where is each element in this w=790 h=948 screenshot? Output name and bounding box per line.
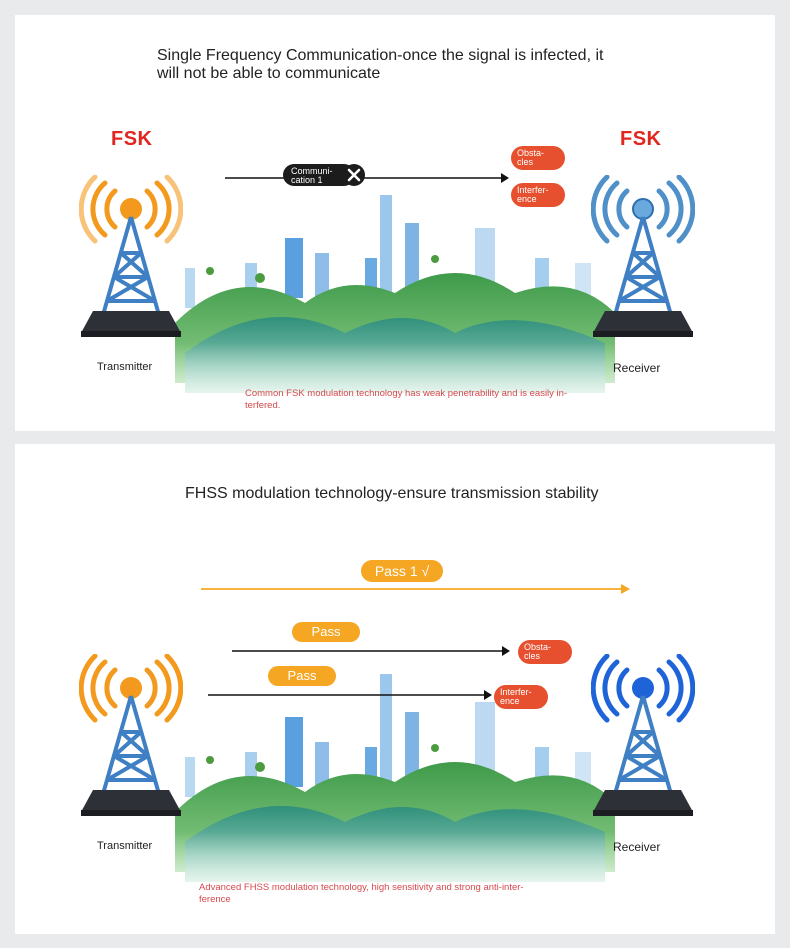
obstacles-pill-2: Obsta- cles	[518, 640, 572, 664]
receiver-tower-icon	[591, 175, 695, 337]
fsk-note-line2: terfered.	[245, 399, 281, 411]
city-landscape-2	[175, 674, 615, 902]
receiver-caption: Receiver	[613, 361, 661, 375]
interference-pill-2: Interfer- ence	[494, 685, 548, 709]
panel1-title-line1: Single Frequency Communication-once the …	[157, 47, 604, 64]
interference-pill: Interfer- ence	[511, 183, 565, 207]
interference-line2: ence	[517, 194, 537, 204]
panel1-title-line2: will not be able to communicate	[157, 65, 381, 82]
pass-1-pill: Pass 1 √	[361, 560, 443, 582]
transmitter-tower-icon	[79, 175, 183, 337]
obstacles2-line1: Obsta-	[524, 642, 552, 652]
pass-1-arrow	[201, 584, 630, 594]
pass-3-arrow	[208, 690, 492, 700]
panel1-title: Single Frequency Communication-once the …	[157, 47, 603, 83]
fsk-panel: Single Frequency Communication-once the …	[15, 15, 775, 431]
receiver-caption-2: Receiver	[613, 840, 661, 854]
transmitter-tower-icon-2	[79, 654, 183, 816]
fhss-panel: FHSS modulation technology-ensure transm…	[15, 444, 775, 934]
fsk-left-label: FSK	[111, 128, 153, 150]
comm-line2: cation 1	[291, 175, 323, 185]
pass-2-pill: Pass	[292, 622, 360, 642]
transmitter-caption: Transmitter	[97, 361, 153, 373]
signal-arrow-blocked	[225, 173, 509, 183]
fsk-note-line1: Common FSK modulation technology has wea…	[245, 388, 568, 399]
comm-line1: Communi-	[291, 166, 333, 176]
pass-3-pill: Pass	[268, 666, 336, 686]
fsk-note: Common FSK modulation technology has wea…	[245, 388, 605, 411]
interference-line1: Interfer-	[517, 185, 549, 195]
city-landscape	[175, 195, 615, 413]
x-circle-icon	[343, 164, 365, 186]
fhss-note-line1: Advanced FHSS modulation technology, hig…	[199, 882, 524, 893]
obstacles-pill: Obsta- cles	[511, 146, 565, 170]
panel2-title: FHSS modulation technology-ensure transm…	[185, 485, 599, 502]
transmitter-caption-2: Transmitter	[97, 840, 153, 852]
communication-1-pill: Communi- cation 1	[283, 164, 355, 186]
obstacles-line2: cles	[517, 157, 534, 167]
fhss-note: Advanced FHSS modulation technology, hig…	[199, 882, 559, 905]
obstacles2-line2: cles	[524, 651, 541, 661]
obstacles-line1: Obsta-	[517, 148, 545, 158]
interference2-line1: Interfer-	[500, 687, 532, 697]
pass-2-arrow	[232, 646, 510, 656]
interference2-line2: ence	[500, 696, 520, 706]
fsk-right-label: FSK	[620, 128, 662, 150]
receiver-tower-icon-2	[591, 654, 695, 816]
fhss-note-line2: ference	[199, 893, 231, 905]
